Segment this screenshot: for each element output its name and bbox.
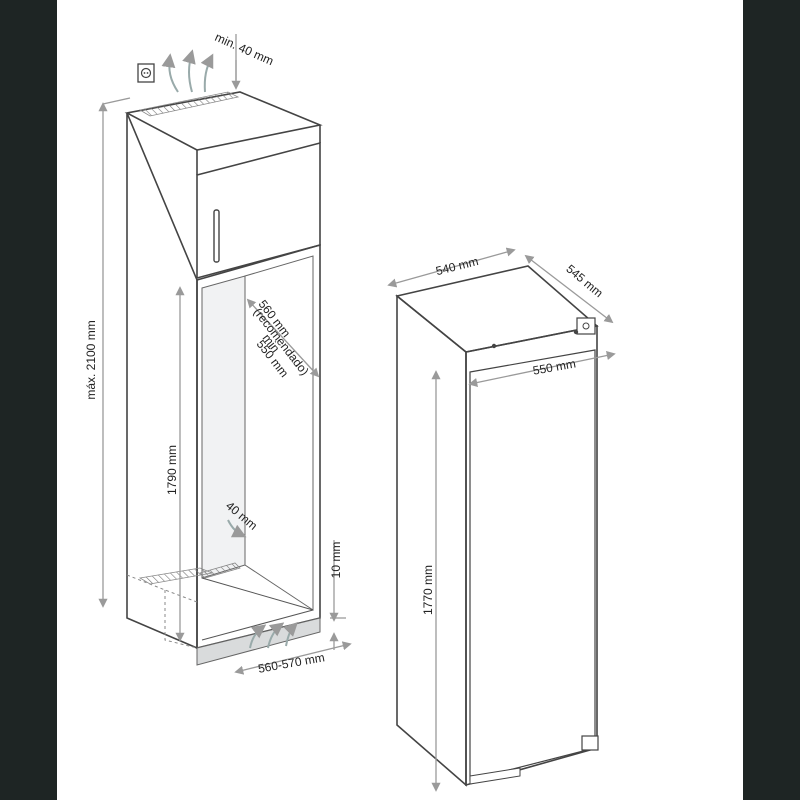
right-border-band (743, 0, 800, 800)
airflow-arrows-top (161, 49, 214, 93)
top-vent-grille (138, 91, 240, 117)
bottom-vent-grille-rear (138, 567, 214, 585)
appliance-dimensions (387, 247, 616, 792)
cabinet-door-handle (213, 209, 220, 263)
label-max-height: máx. 2100 mm (84, 320, 98, 399)
label-appliance-width: 540 mm (434, 254, 479, 278)
top-hinge (576, 317, 596, 335)
appliance-door (469, 349, 596, 781)
left-border-band (0, 0, 57, 800)
cabinet-top-surface (124, 91, 323, 151)
appliance-side (396, 294, 467, 787)
label-plinth-gap: 10 mm (329, 542, 343, 579)
cabinet-dimensions (98, 34, 352, 675)
installation-diagram: min. 40 mm máx. 2100 mm 560 mm (recomend… (84, 30, 616, 792)
cabinet-side-panel (126, 112, 198, 650)
appliance-top (395, 265, 599, 353)
label-appliance-depth: 545 mm (563, 262, 605, 301)
label-niche-height: 1790 mm (165, 445, 179, 495)
appliance-foot (469, 767, 521, 785)
drawing-canvas: min. 40 mm máx. 2100 mm 560 mm (recomend… (57, 0, 743, 800)
rear-vent-arrow (227, 519, 247, 538)
appliance-drawing (395, 265, 599, 787)
label-clearance-top: min. 40 mm (213, 30, 276, 68)
label-appliance-height: 1770 mm (421, 565, 435, 615)
socket-icon (137, 63, 155, 83)
bottom-vent-grille-front (199, 562, 241, 579)
bottom-hinge (581, 735, 599, 751)
label-depth: 560-570 mm (257, 650, 326, 675)
